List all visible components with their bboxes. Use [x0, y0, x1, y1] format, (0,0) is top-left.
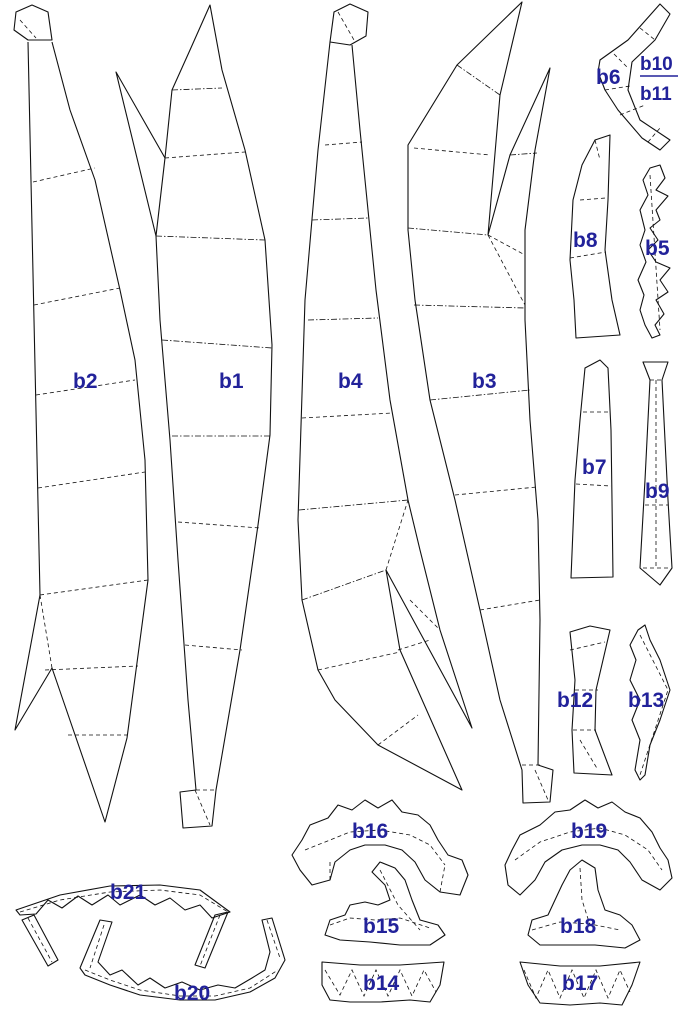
piece-b4 — [297, 3, 473, 791]
label-b18: b18 — [560, 915, 597, 938]
piece-b21 — [15, 884, 231, 969]
label-b20: b20 — [174, 982, 210, 1005]
label-b9: b9 — [645, 480, 670, 503]
label-b11: b11 — [640, 84, 672, 105]
label-b5: b5 — [645, 237, 670, 260]
piece-b7 — [570, 359, 614, 579]
label-b14: b14 — [363, 972, 400, 995]
piece-b9 — [639, 361, 673, 586]
piece-b13 — [629, 624, 671, 781]
piece-b6 — [597, 3, 671, 151]
piece-b17 — [519, 961, 641, 1006]
label-b19: b19 — [571, 820, 607, 843]
label-b3: b3 — [472, 370, 497, 393]
label-b10: b10 — [640, 54, 673, 75]
piece-b19 — [504, 799, 673, 896]
piece-b18 — [527, 859, 641, 949]
piece-b1 — [115, 4, 273, 829]
label-b15: b15 — [363, 915, 400, 938]
piece-b15 — [324, 861, 446, 946]
label-b2: b2 — [73, 370, 98, 393]
piece-b2 — [13, 4, 149, 823]
label-b8: b8 — [573, 229, 598, 252]
piece-b5 — [637, 164, 671, 339]
label-b7: b7 — [582, 456, 607, 479]
label-b13: b13 — [628, 689, 664, 712]
label-b17: b17 — [562, 972, 598, 995]
piece-b14 — [321, 961, 445, 1003]
label-b6: b6 — [596, 66, 621, 89]
piece-b12 — [569, 625, 613, 776]
label-b4: b4 — [338, 370, 363, 393]
label-b16: b16 — [352, 820, 388, 843]
label-b1: b1 — [219, 370, 244, 393]
label-b21: b21 — [110, 881, 147, 904]
piece-b20 — [79, 917, 286, 1001]
piece-labels: b2 b1 b4 b3 b6 b10 b11 b8 b5 b7 b9 b12 b… — [73, 54, 678, 1005]
piece-b8 — [569, 134, 621, 339]
piece-b3 — [407, 1, 554, 804]
label-b12: b12 — [557, 689, 593, 712]
piece-b16 — [291, 799, 469, 896]
